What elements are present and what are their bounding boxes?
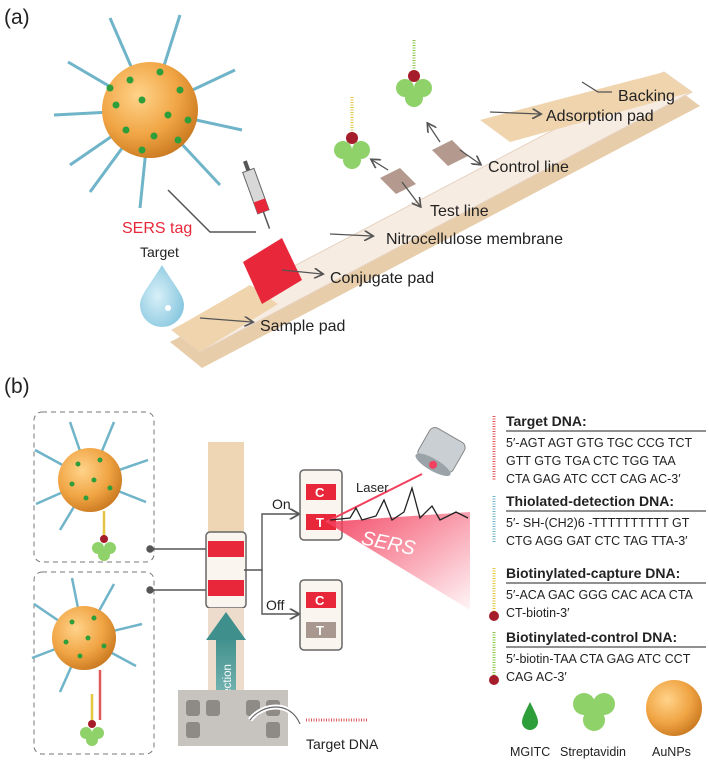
droplet-highlight	[165, 305, 171, 311]
legend-streptavidin: Streptavidin	[560, 745, 626, 759]
aunp-icon	[646, 680, 702, 736]
panel-a-letter: (a)	[4, 6, 30, 29]
label-backing: Backing	[618, 88, 675, 105]
legend-title-2: Biotinylated-capture DNA:	[506, 565, 680, 581]
strip-test-line	[208, 580, 244, 596]
laser-objective-icon	[415, 427, 466, 477]
target-droplet-icon	[140, 265, 184, 327]
legend-seq-0-1: GTT GTG TGA CTC TGG TAA	[506, 454, 676, 468]
panel-b-letter: (b)	[4, 375, 30, 398]
syringe-icon	[242, 160, 271, 229]
box-connectors	[146, 545, 214, 594]
panel-b: (b)	[4, 375, 706, 759]
on-window-t: T	[316, 515, 324, 530]
on-result-window: C T	[299, 469, 343, 541]
label-target: Target	[140, 244, 179, 260]
on-off-branches	[244, 514, 298, 614]
legend-title-3: Biotinylated-control DNA:	[506, 629, 677, 645]
label-target-dna-bottom: Target DNA	[306, 736, 379, 752]
legend-seq-3-1: CAG AC-3′	[506, 670, 567, 684]
on-window-c: C	[315, 485, 325, 500]
bottom-legend: MGITC Streptavidin AuNPs	[510, 680, 702, 759]
sequence-legend: Target DNA: 5′-AGT AGT GTG TGC CCG TCT GTT…	[489, 413, 706, 685]
laser-beam	[325, 473, 423, 523]
sample-well-base	[178, 690, 288, 746]
label-sample-pad: Sample pad	[260, 318, 345, 335]
sers-tag-connector	[167, 189, 256, 233]
box2-particle	[31, 577, 143, 693]
strip-control-line	[208, 541, 244, 557]
sample-pad	[172, 285, 278, 352]
strip-adsorption-pad	[208, 442, 244, 534]
test-line-band	[380, 168, 416, 194]
control-line-band	[432, 140, 468, 166]
legend-seq-0-2: CTA GAG ATC CCT CAG AC-3′	[506, 472, 681, 486]
biotin-icon	[489, 675, 499, 685]
streptavidin-icon	[573, 693, 615, 731]
curved-arrow-outline	[249, 706, 301, 725]
legend-seq-1-1: CTG AGG GAT CTC TAG TTA-3′	[506, 534, 688, 548]
box1-streptavidin-icon	[92, 511, 116, 561]
negative-complex-box	[33, 571, 155, 755]
panel-a-leaders	[199, 81, 612, 322]
off-window-c: C	[315, 593, 325, 608]
legend-mgitc: MGITC	[510, 745, 550, 759]
legend-title-0: Target DNA:	[506, 413, 587, 429]
off-window-t: T	[316, 623, 324, 638]
panel-a: (a)	[4, 6, 700, 368]
adsorption-pad	[480, 72, 692, 142]
legend-aunps: AuNPs	[652, 745, 691, 759]
label-nitrocellulose: Nitrocellulose membrane	[386, 231, 563, 248]
legend-seq-1-0: 5′- SH-(CH2)6 -TTTTTTTTTT GT	[506, 516, 690, 530]
label-test-line: Test line	[430, 203, 489, 220]
mgitc-icon	[522, 702, 538, 730]
flow-arrow-head	[206, 612, 246, 640]
label-control-line: Control line	[488, 159, 569, 176]
capture-complex-icon	[334, 96, 370, 169]
off-result-window: C T	[299, 579, 343, 651]
lateral-flow-strip	[170, 71, 700, 368]
conjugate-pad	[243, 238, 302, 304]
legend-seq-3-0: 5′-biotin-TAA CTA GAG ATC CCT	[506, 652, 691, 666]
label-on: On	[272, 496, 291, 512]
control-complex-icon	[396, 40, 432, 107]
label-adsorption-pad: Adsorption pad	[546, 108, 654, 125]
positive-complex-box	[33, 411, 155, 563]
legend-seq-2-0: 5′-ACA GAC GGG CAC ACA CTA	[506, 588, 694, 602]
label-conjugate-pad: Conjugate pad	[330, 270, 434, 287]
sers-tag-particle	[53, 14, 243, 209]
biotin-icon	[489, 611, 499, 621]
box1-particle	[34, 421, 149, 531]
sers-signal-cone	[326, 512, 470, 610]
box2-streptavidin-icon	[80, 670, 104, 746]
legend-seq-0-0: 5′-AGT AGT GTG TGC CCG TCT	[506, 436, 693, 450]
label-off: Off	[266, 597, 285, 613]
legend-seq-2-1: CT-biotin-3′	[506, 606, 570, 620]
sers-spectrum	[329, 485, 469, 521]
legend-title-1: Thiolated-detection DNA:	[506, 493, 674, 509]
label-sers-tag: SERS tag	[122, 220, 192, 237]
label-laser: Laser	[356, 480, 389, 495]
